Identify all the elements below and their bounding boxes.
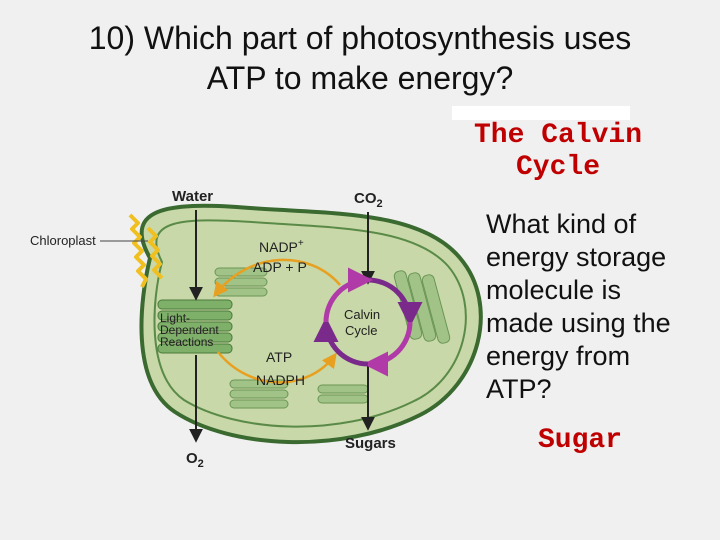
water-label: Water [172, 188, 213, 205]
nadp-label-text: NADP [259, 239, 298, 255]
o2-label-text: O [186, 450, 198, 467]
sunlight-ray [128, 213, 148, 288]
chloroplast-outer-membrane [139, 203, 483, 445]
grana-stack-left [157, 299, 233, 354]
question-line: What kind of [486, 209, 637, 239]
answer-sugar: Sugar [538, 425, 623, 456]
atp-label: ATP [266, 349, 292, 365]
atp-nadph-arrow [217, 351, 337, 384]
question-line: ATP? [486, 374, 552, 404]
co2-label-text: CO [354, 190, 377, 207]
answer-line-2: Cycle [515, 152, 600, 183]
answer-calvin-cycle: The Calvin Cycle [468, 120, 648, 184]
light-reactions-label-1: Light- [160, 311, 190, 325]
o2-subscript: 2 [198, 458, 204, 470]
chloroplast-inner-membrane [153, 219, 467, 428]
co2-subscript: 2 [377, 198, 383, 210]
calvin-cycle-ring [313, 267, 423, 377]
answer-highlight-bar [452, 106, 630, 120]
nadp-label: NADP+ [259, 238, 304, 255]
co2-label: CO2 [354, 190, 383, 210]
sugars-label: Sugars [345, 435, 396, 452]
title-line-1: 10) Which part of photosynthesis uses [88, 20, 632, 56]
nadph-label: NADPH [256, 372, 305, 388]
nadp-superscript: + [298, 238, 304, 249]
nadp-adp-arrow [213, 258, 341, 298]
title-line-2: ATP to make energy? [206, 60, 514, 96]
o2-label: O2 [186, 450, 204, 470]
chloroplast-label: Chloroplast [30, 233, 96, 248]
answer-line-1: The Calvin [473, 120, 643, 151]
calvin-cycle-label-2: Cycle [345, 323, 378, 338]
question-line: energy storage [486, 242, 667, 272]
question-line: molecule is [486, 275, 622, 305]
light-reactions-label-3: Reactions [160, 335, 213, 349]
slide-title: 10) Which part of photosynthesis uses AT… [0, 18, 720, 98]
light-reactions-label-2: Dependent [160, 323, 219, 337]
adp-label: ADP + P [253, 259, 307, 275]
question-energy-storage: What kind of energy storage molecule is … [486, 208, 706, 406]
question-line: made using the [486, 308, 671, 338]
sunlight-ray [146, 226, 164, 280]
question-line: energy from [486, 341, 631, 371]
calvin-cycle-label-1: Calvin [344, 307, 380, 322]
